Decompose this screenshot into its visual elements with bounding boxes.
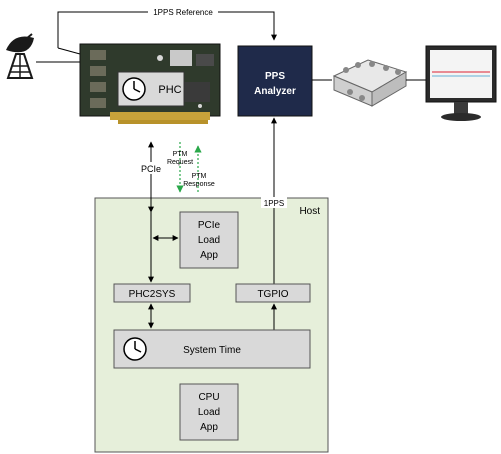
pps-reference-line: 1PPS Reference (57, 6, 277, 48)
host-label: Host (299, 206, 320, 217)
pps-reference-label: 1PPS Reference (153, 8, 213, 17)
ptm-response-label-line1: PTM (192, 173, 207, 180)
tgpio-label: TGPIO (257, 289, 288, 300)
satellite-dish-icon (6, 33, 34, 79)
cpu-load-app-box: CPU Load App (179, 383, 239, 441)
signal-splitter-box-icon (332, 59, 408, 107)
phc2sys-label: PHC2SYS (129, 289, 176, 300)
pcie-load-line1: PCIe (198, 220, 221, 231)
pps-analyzer-label-line1: PPS (265, 71, 285, 82)
clock-icon (122, 77, 146, 101)
pcie-load-line3: App (200, 250, 218, 261)
system-time-box: System Time (113, 329, 311, 369)
ptm-request-label-line2: Request (167, 159, 193, 166)
pcie-label: PCIe (141, 164, 161, 174)
pps-analyzer-label-line2: Analyzer (254, 86, 296, 97)
phc2sys-box: PHC2SYS (113, 283, 191, 303)
cpu-load-line1: CPU (198, 392, 219, 403)
pcie-load-app-box: PCIe Load App (179, 211, 239, 269)
tgpio-box: TGPIO (235, 283, 311, 303)
cpu-load-line2: Load (198, 407, 220, 418)
phc-box: PHC (117, 71, 185, 107)
monitor-icon (425, 45, 497, 121)
cpu-load-line3: App (200, 422, 218, 433)
ptm-response-label-line2: Response (183, 181, 215, 188)
system-time-label: System Time (183, 345, 241, 356)
pps-analyzer-box: PPS Analyzer (237, 45, 313, 117)
ptm-request-label-line1: PTM (173, 151, 188, 158)
phc-label: PHC (158, 84, 181, 96)
one-pps-label: 1PPS (264, 199, 284, 208)
clock-icon (123, 337, 147, 361)
antenna-cable-2 (57, 47, 81, 55)
pcie-load-line2: Load (198, 235, 220, 246)
